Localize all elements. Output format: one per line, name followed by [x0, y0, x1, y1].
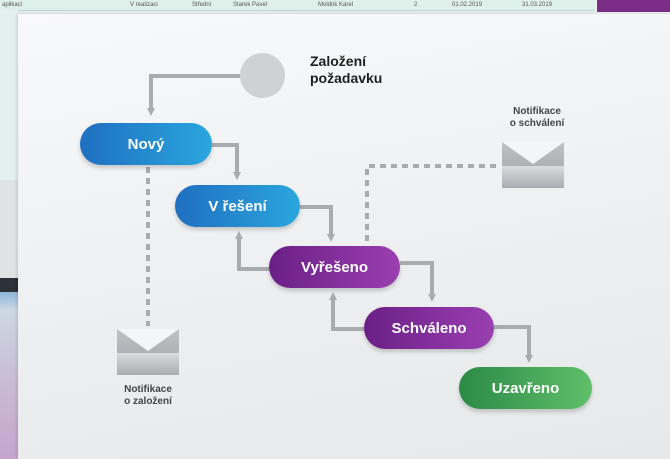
status-v-reseni: V řešení: [175, 185, 300, 227]
approval-notification-line2: o schválení: [509, 118, 565, 129]
bg-cell: Střední: [192, 2, 212, 8]
status-vyreseno: Vyřešeno: [269, 246, 400, 288]
creation-notification-line2: o založení: [124, 396, 172, 407]
bg-cell: Starek Pavel: [233, 2, 268, 8]
status-schvaleno-label: Schváleno: [391, 319, 467, 337]
bg-cell: V realizaci: [130, 2, 158, 8]
connector-vyreseno-to-schvaleno: [400, 261, 436, 302]
connectors: [146, 74, 533, 363]
start-label-line1: Založení: [310, 53, 367, 69]
connector-schvaleno-to-uzavreno: [494, 325, 533, 363]
status-uzavreno-label: Uzavřeno: [491, 379, 560, 397]
approval-notification-line1: Notifikace: [513, 106, 561, 117]
approval-notification-label: Notifikace o schválení: [492, 106, 582, 130]
background-sidebar: [0, 10, 18, 459]
connector-novy-to-vreseni: [212, 143, 241, 180]
workflow-diagram: Založení požadavku Nový V řešení Vyřešen…: [18, 14, 670, 459]
connector-vreseni-to-vyreseno: [300, 205, 335, 242]
creation-notification-label: Notifikace o založení: [103, 384, 193, 408]
bg-cell: aplikaci: [2, 2, 23, 8]
status-novy-label: Nový: [127, 135, 165, 153]
bg-cell: Moldrik Karel: [318, 2, 354, 8]
status-novy: Nový: [80, 123, 212, 165]
approval-envelope-icon: [502, 142, 564, 188]
creation-notification-line1: Notifikace: [124, 384, 172, 395]
background-accent-bar: [597, 0, 670, 12]
connector-vyreseno-to-vreseni: [235, 231, 269, 271]
start-node-circle: [240, 53, 285, 98]
bg-cell: 31.03.2019: [522, 2, 553, 8]
connector-start-to-novy: [147, 74, 240, 116]
bg-cell: 2: [414, 2, 418, 8]
start-label-line2: požadavku: [310, 70, 383, 86]
status-uzavreno: Uzavřeno: [459, 367, 592, 409]
start-label: Založení požadavku: [310, 53, 382, 87]
connector-schvaleno-to-vyreseno: [329, 292, 364, 331]
status-schvaleno: Schváleno: [364, 307, 494, 349]
status-v-reseni-label: V řešení: [208, 197, 267, 215]
creation-envelope-icon: [117, 329, 179, 375]
bg-cell: 01.02.2019: [452, 2, 483, 8]
dotted-vyreseno-to-approval-notification: [365, 164, 501, 241]
status-vyreseno-label: Vyřešeno: [301, 258, 368, 276]
background-table-row: aplikaci V realizaci Střední Starek Pave…: [0, 0, 595, 11]
